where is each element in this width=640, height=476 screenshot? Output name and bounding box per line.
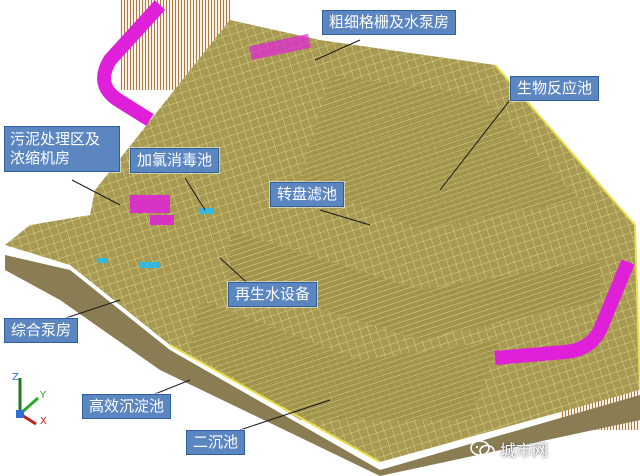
label-high-efficiency-sedimentation: 高效沉淀池	[82, 394, 172, 419]
structure-band-2	[300, 75, 580, 230]
magenta-highlight-2	[150, 215, 174, 225]
structure-band-1	[230, 230, 600, 340]
watermark-text: 城市网	[500, 441, 549, 460]
leader-lines	[59, 39, 511, 431]
axis-triad: Z Y X	[10, 370, 54, 428]
axis-z-label: Z	[12, 372, 19, 383]
platform-side-wall	[5, 255, 640, 476]
label-integrated-pump-house: 综合泵房	[4, 318, 79, 343]
axis-y-label: Y	[40, 390, 47, 401]
magenta-pipe-right	[494, 259, 635, 365]
magenta-pipe-top	[97, 0, 166, 126]
magenta-highlight-1	[130, 195, 170, 213]
label-disc-filter: 转盘滤池	[270, 182, 345, 207]
yellow-outline-2	[169, 344, 381, 463]
watermark: 城市网	[470, 436, 638, 462]
axis-triad-icon	[16, 378, 39, 426]
label-screen-pump-room: 粗细格栅及水泵房	[322, 10, 457, 35]
label-sludge-treatment: 污泥处理区及浓缩机房	[4, 126, 120, 172]
wechat-icon	[470, 440, 495, 458]
cyan-equipment-1	[200, 208, 214, 214]
label-reclaimed-water-equipment: 再生水设备	[228, 282, 318, 307]
label-bio-reactor: 生物反应池	[510, 76, 600, 101]
structure-band-3	[190, 300, 500, 420]
cyan-equipment-2	[140, 262, 160, 268]
label-chlorination-tank: 加氯消毒池	[130, 148, 220, 173]
yellow-outline	[494, 64, 640, 391]
cyan-equipment-3	[98, 258, 108, 263]
label-secondary-clarifier: 二沉池	[186, 430, 246, 455]
axis-x-label: X	[40, 416, 47, 427]
magenta-highlight-3	[249, 33, 311, 61]
